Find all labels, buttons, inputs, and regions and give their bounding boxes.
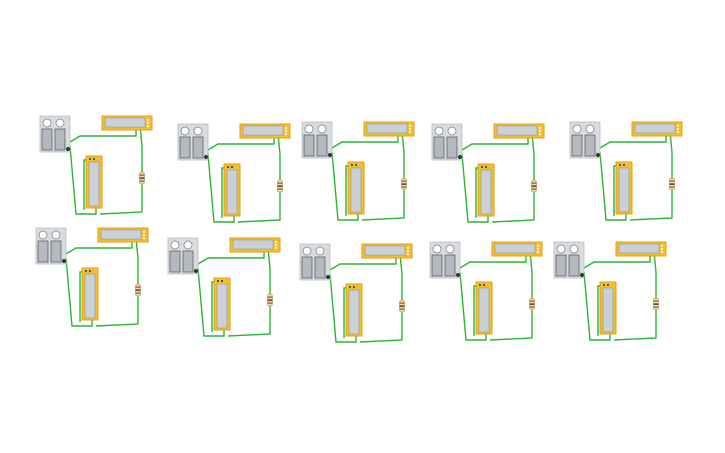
vertical-module-icon[interactable] bbox=[475, 281, 493, 335]
vertical-module-icon[interactable] bbox=[213, 277, 231, 331]
circuit-9[interactable] bbox=[429, 241, 550, 357]
vertical-module-icon[interactable] bbox=[81, 267, 99, 321]
circuit-4[interactable] bbox=[431, 123, 552, 239]
wire[interactable] bbox=[237, 190, 281, 223]
resistor-icon[interactable] bbox=[399, 299, 405, 313]
battery-holder-icon[interactable] bbox=[553, 241, 585, 279]
resistor-icon[interactable] bbox=[401, 177, 407, 191]
wire[interactable] bbox=[461, 134, 529, 151]
battery-holder-icon[interactable] bbox=[429, 241, 461, 279]
battery-holder-icon[interactable] bbox=[35, 227, 67, 265]
wire[interactable] bbox=[489, 308, 533, 341]
circuit-2[interactable] bbox=[177, 123, 298, 239]
wire[interactable] bbox=[227, 304, 271, 337]
vertical-module-icon[interactable] bbox=[347, 161, 365, 215]
wire[interactable] bbox=[331, 132, 399, 149]
resistor-icon[interactable] bbox=[653, 297, 659, 311]
vertical-module-icon[interactable] bbox=[223, 163, 241, 217]
wire[interactable] bbox=[491, 190, 535, 223]
wire[interactable] bbox=[613, 308, 657, 341]
circuit-7[interactable] bbox=[167, 237, 288, 353]
wire[interactable] bbox=[99, 182, 143, 215]
wire[interactable] bbox=[359, 310, 403, 343]
wire-group bbox=[207, 133, 281, 223]
battery-holder-icon[interactable] bbox=[299, 243, 331, 281]
lcd-display-icon[interactable] bbox=[491, 241, 543, 257]
vertical-module-icon[interactable] bbox=[615, 161, 633, 215]
resistor-icon[interactable] bbox=[531, 179, 537, 193]
wire[interactable] bbox=[267, 247, 271, 296]
battery-holder-icon[interactable] bbox=[39, 115, 71, 153]
lcd-display-icon[interactable] bbox=[615, 241, 667, 257]
lcd-display-icon[interactable] bbox=[363, 121, 415, 137]
wire[interactable] bbox=[277, 133, 281, 182]
lcd-display-icon[interactable] bbox=[229, 237, 281, 253]
lcd-display-icon[interactable] bbox=[493, 123, 545, 139]
battery-holder-icon[interactable] bbox=[301, 121, 333, 159]
wire-group bbox=[329, 253, 403, 343]
battery-holder-icon[interactable] bbox=[177, 123, 209, 161]
battery-holder-icon[interactable] bbox=[167, 237, 199, 275]
lcd-display-icon[interactable] bbox=[101, 115, 153, 131]
lcd-display-icon[interactable] bbox=[239, 123, 291, 139]
wire[interactable] bbox=[65, 238, 133, 255]
lcd-display-icon[interactable] bbox=[361, 243, 413, 259]
wire[interactable] bbox=[629, 188, 673, 221]
wire[interactable] bbox=[69, 126, 137, 143]
wire[interactable] bbox=[669, 131, 673, 180]
resistor-icon[interactable] bbox=[139, 171, 145, 185]
wire[interactable] bbox=[459, 252, 527, 269]
resistor-icon[interactable] bbox=[135, 283, 141, 297]
battery-holder-icon[interactable] bbox=[569, 121, 601, 159]
circuit-8[interactable] bbox=[299, 243, 420, 359]
resistor-icon[interactable] bbox=[669, 177, 675, 191]
vertical-module-icon[interactable] bbox=[477, 163, 495, 217]
resistor-icon[interactable] bbox=[529, 297, 535, 311]
wire-group bbox=[69, 125, 143, 215]
vertical-module-icon[interactable] bbox=[345, 283, 363, 337]
wire-group bbox=[65, 237, 139, 327]
wire[interactable] bbox=[653, 251, 657, 300]
wire[interactable] bbox=[361, 188, 405, 221]
circuit-1[interactable] bbox=[39, 115, 160, 231]
wire[interactable] bbox=[599, 132, 667, 149]
wire-group bbox=[461, 133, 535, 223]
wire-group bbox=[599, 131, 673, 221]
lcd-display-icon[interactable] bbox=[97, 227, 149, 243]
wire[interactable] bbox=[401, 131, 405, 180]
circuit-3[interactable] bbox=[301, 121, 422, 237]
wire[interactable] bbox=[583, 252, 651, 269]
wire-group bbox=[459, 251, 533, 341]
wire[interactable] bbox=[399, 253, 403, 302]
wire[interactable] bbox=[529, 251, 533, 300]
wire[interactable] bbox=[531, 133, 535, 182]
resistor-icon[interactable] bbox=[267, 293, 273, 307]
lcd-display-icon[interactable] bbox=[631, 121, 683, 137]
circuit-6[interactable] bbox=[35, 227, 156, 343]
wire[interactable] bbox=[135, 237, 139, 286]
resistor-icon[interactable] bbox=[277, 179, 283, 193]
wire[interactable] bbox=[95, 294, 139, 327]
circuit-10[interactable] bbox=[553, 241, 674, 357]
wire-group bbox=[583, 251, 657, 341]
circuit-5[interactable] bbox=[569, 121, 690, 237]
wire-group bbox=[197, 247, 271, 337]
wire-group bbox=[331, 131, 405, 221]
wire[interactable] bbox=[207, 134, 275, 151]
battery-holder-icon[interactable] bbox=[431, 123, 463, 161]
wire[interactable] bbox=[197, 248, 265, 265]
vertical-module-icon[interactable] bbox=[85, 155, 103, 209]
wire[interactable] bbox=[139, 125, 143, 174]
wire[interactable] bbox=[329, 254, 397, 271]
vertical-module-icon[interactable] bbox=[599, 281, 617, 335]
